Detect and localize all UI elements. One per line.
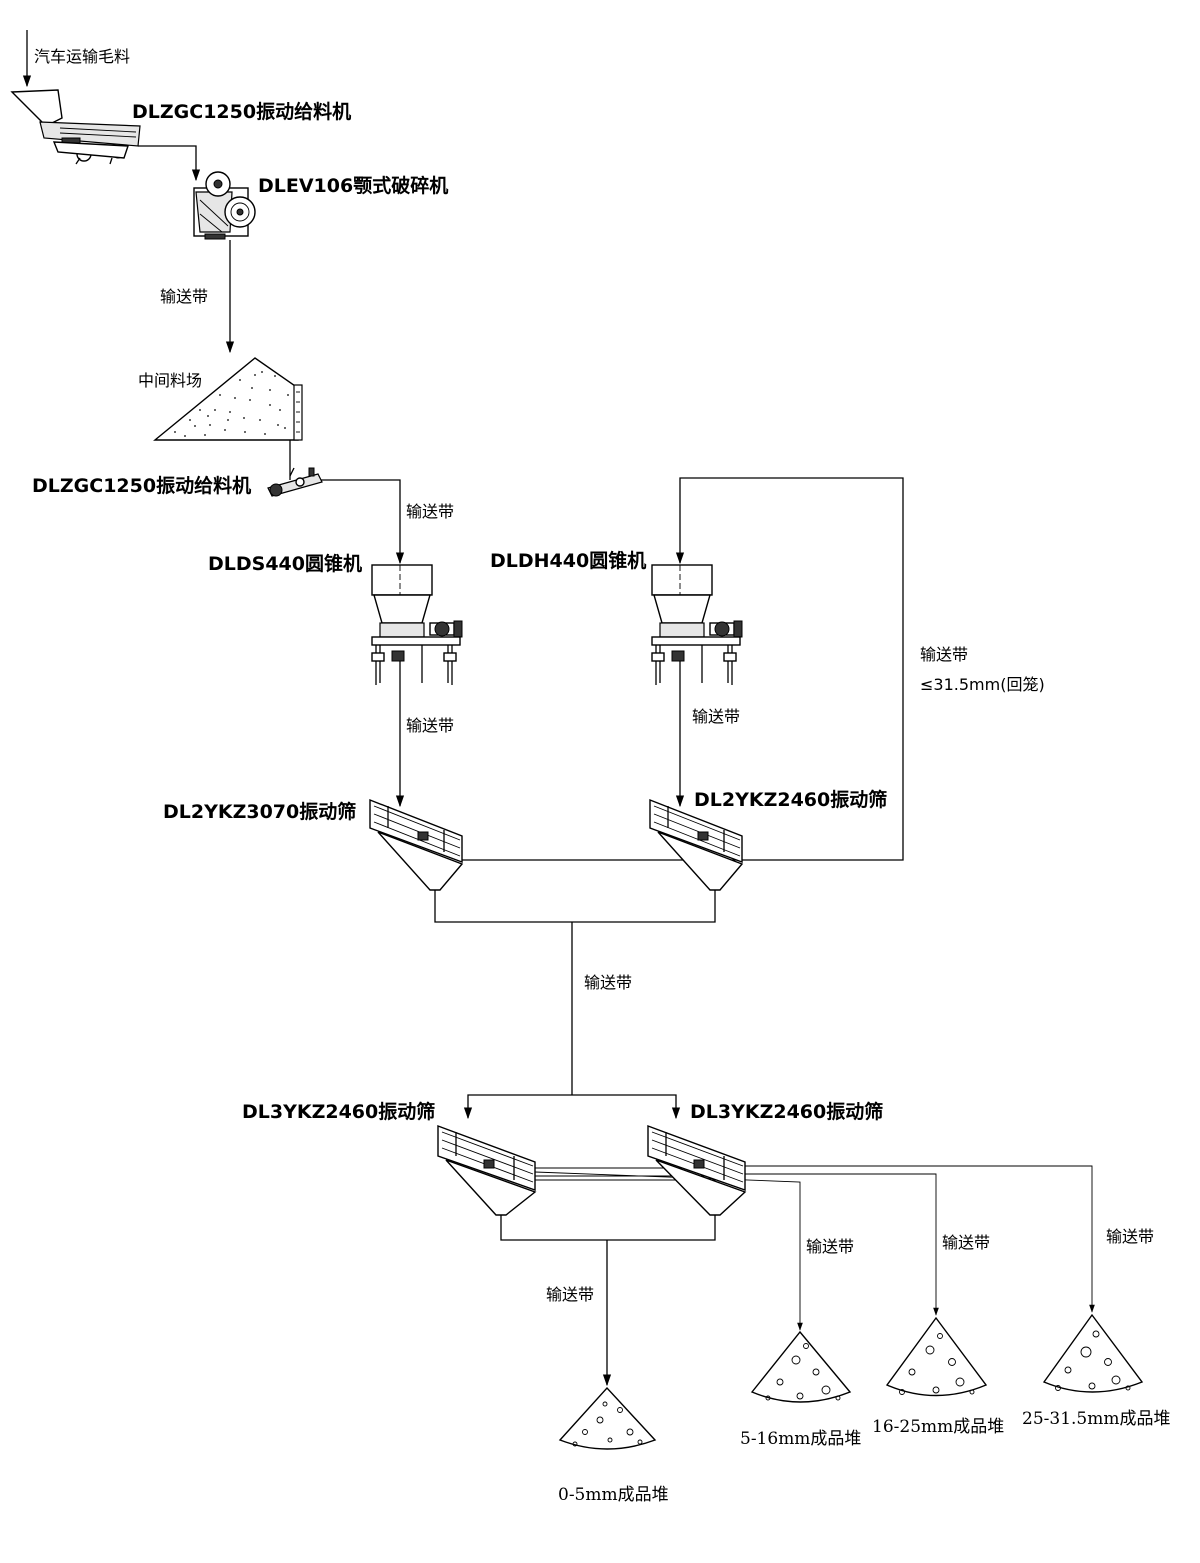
to-pile-5-16-line [534, 1171, 803, 1331]
stockpile-label: 中间料场 [138, 371, 202, 390]
cone-crusher-2-label: DLDH440圆锥机 [490, 549, 646, 572]
vibrating-screen-4-icon [647, 1124, 747, 1216]
conveyor-label-2: 输送带 [406, 502, 454, 521]
product-pile-16-25-icon [885, 1316, 988, 1397]
feeder-2-label: DLZGC1250振动给料机 [32, 474, 251, 497]
product-0-5-label: 0-5mm成品堆 [558, 1485, 669, 1505]
cone-crusher-1-label: DLDS440圆锥机 [208, 552, 362, 575]
conveyor-label-7: 输送带 [942, 1233, 990, 1252]
conveyor-label-4: 输送带 [692, 707, 740, 726]
product-5-16-label: 5-16mm成品堆 [740, 1429, 861, 1449]
return-loop-line [462, 477, 904, 861]
product-pile-25-31-icon [1042, 1313, 1144, 1393]
screen-1-label: DL2YKZ3070振动筛 [163, 800, 356, 823]
product-pile-0-5-icon [558, 1386, 657, 1450]
conveyor-label-3: 输送带 [406, 716, 454, 735]
cone-crusher-2-icon [651, 564, 743, 685]
feeder-1-label: DLZGC1250振动给料机 [132, 100, 351, 123]
conveyor-label-1: 输送带 [160, 287, 208, 306]
conveyor-label-6: 输送带 [806, 1237, 854, 1256]
vibrating-feeder-2-icon [267, 467, 323, 497]
fine-collector-line [500, 1215, 716, 1241]
hopper-collector-line [434, 890, 716, 923]
conveyor-label-8: 输送带 [1106, 1227, 1154, 1246]
truck-input-label: 汽车运输毛料 [34, 47, 130, 66]
flow-lines [22, 30, 1095, 1387]
conveyor-label-9: 输送带 [546, 1285, 594, 1304]
to-screen4-line [572, 1094, 681, 1120]
screen-3-label: DL3YKZ2460振动筛 [242, 1100, 435, 1123]
vibrating-screen-3-icon [437, 1124, 537, 1216]
intermediate-stockpile-icon [153, 357, 303, 441]
product-pile-5-16-icon [750, 1330, 852, 1403]
cone-crusher-icon [371, 564, 463, 685]
screen-4-label: DL3YKZ2460振动筛 [690, 1100, 883, 1123]
vibrating-feeder-icon [10, 89, 141, 165]
product-25-31-label: 25-31.5mm成品堆 [1022, 1409, 1170, 1429]
vibrating-screen-1-icon [369, 798, 464, 891]
return-size-label: ≤31.5mm(回笼) [920, 675, 1045, 694]
product-16-25-label: 16-25mm成品堆 [872, 1417, 1004, 1437]
conveyor-label-return: 输送带 [920, 645, 968, 664]
conveyor-label-5: 输送带 [584, 973, 632, 992]
to-screen3-line [463, 1094, 572, 1120]
jaw-crusher-icon [193, 171, 256, 240]
vibrating-screen-2-icon [649, 798, 744, 891]
feeder-to-jaw-line [138, 145, 201, 182]
screen-2-label: DL2YKZ2460振动筛 [694, 788, 887, 811]
to-pile-25-31-line [745, 1165, 1095, 1313]
jaw-crusher-label: DLEV106颚式破碎机 [258, 174, 448, 197]
feeder-to-cone1-line [318, 479, 405, 565]
